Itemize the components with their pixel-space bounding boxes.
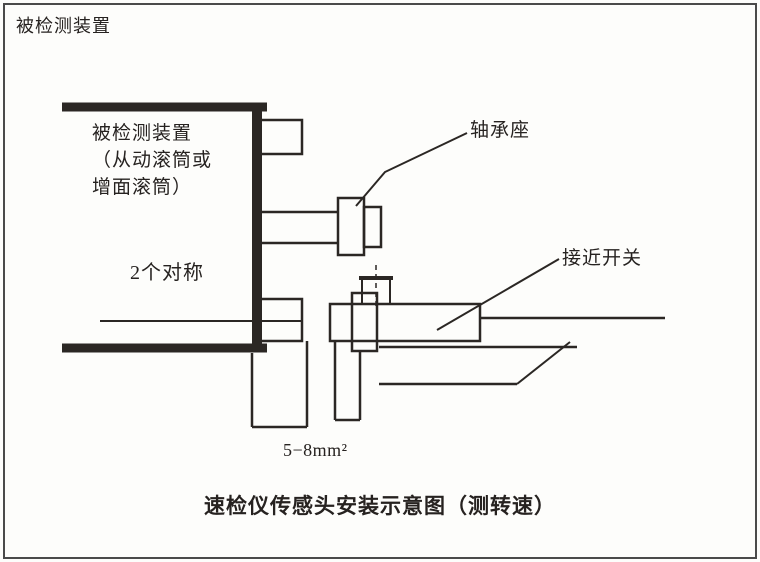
switch-flange-nut <box>350 291 379 353</box>
bearing-seat-label: 轴承座 <box>470 120 531 141</box>
proximity-switch-label: 接近开关 <box>562 248 643 269</box>
diagram-title: 速检仪传感头安装示意图（测转速） <box>204 495 556 518</box>
corner-label: 被检测装置 <box>16 16 111 36</box>
device-under-test-label: 被检测装置 （从动滚筒或 增面滚筒） <box>92 120 212 201</box>
device-outline <box>62 102 267 353</box>
device-label-line1: 被检测装置 <box>92 123 193 144</box>
support-bracket-left <box>250 341 309 429</box>
proximity-switch-leader <box>436 258 560 331</box>
proximity-switch-body <box>328 302 482 343</box>
bearing-seat-body <box>336 196 366 257</box>
wire-spec-label: 5−8mm² <box>283 440 348 460</box>
switch-clamp <box>359 265 393 309</box>
bearing-seat-cap <box>362 205 383 249</box>
device-label-line2: （从动滚筒或 <box>92 150 213 171</box>
wire-lines <box>379 316 665 386</box>
upper-mount-block <box>262 118 304 156</box>
bearing-seat-leader <box>355 132 468 207</box>
shaft-lines <box>262 210 338 245</box>
support-bracket-right <box>333 341 362 422</box>
symmetry-note: 2个对称 <box>130 262 204 284</box>
device-label-line3: 增面滚筒） <box>92 177 193 198</box>
